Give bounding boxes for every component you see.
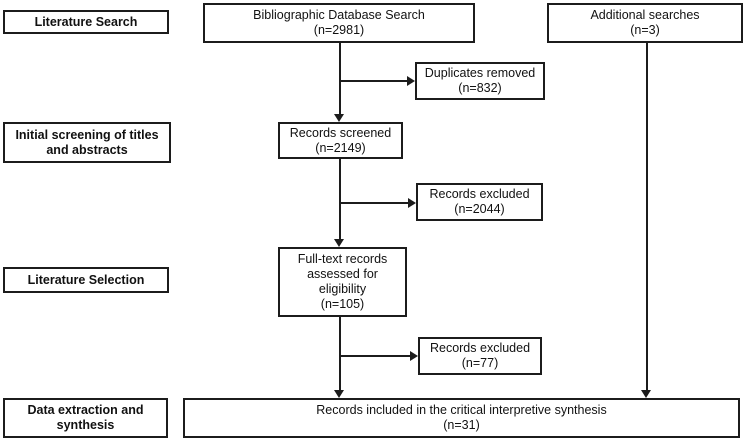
connector-fulltext-to-included [339, 317, 341, 390]
node-count: (n=3) [630, 23, 660, 37]
node-count: (n=2044) [454, 202, 505, 216]
stage-label-text: Initial screening of titles and abstract… [15, 127, 159, 157]
arrowhead-down-icon [334, 390, 344, 398]
connector-branch-duplicates [340, 80, 407, 82]
node-additional-searches: Additional searches (n=3) [547, 3, 743, 43]
node-count: (n=105) [320, 297, 365, 311]
arrowhead-down-icon [334, 114, 344, 122]
arrowhead-right-icon [408, 198, 416, 208]
connector-additional-to-included [646, 43, 648, 390]
arrowhead-down-icon [641, 390, 651, 398]
node-count: (n=31) [443, 418, 480, 432]
node-records-screened: Records screened (n=2149) [278, 122, 403, 159]
node-records-excluded-fulltext: Records excluded (n=77) [418, 337, 542, 375]
node-label: Records screened [289, 125, 392, 140]
stage-label-literature-selection: Literature Selection [3, 267, 169, 293]
node-label: Bibliographic Database Search [253, 8, 425, 22]
stage-label-data-extraction: Data extraction and synthesis [3, 398, 168, 438]
connector-screened-to-fulltext [339, 159, 341, 239]
node-fulltext-assessed: Full-text records assessed for eligibili… [278, 247, 407, 317]
arrowhead-right-icon [410, 351, 418, 361]
connector-branch-excluded-screening [340, 202, 408, 204]
node-records-excluded-screening: Records excluded (n=2044) [416, 183, 543, 221]
node-count: (n=2149) [315, 140, 366, 155]
stage-label-literature-search: Literature Search [3, 10, 169, 34]
node-count: (n=832) [458, 81, 502, 95]
stage-label-text: Literature Search [34, 14, 138, 29]
node-label: Duplicates removed [424, 66, 536, 80]
node-label: Full-text records assessed for eligibili… [297, 252, 388, 296]
stage-label-text: Data extraction and synthesis [27, 403, 144, 432]
node-label: Records excluded [429, 341, 531, 355]
node-count: (n=2981) [313, 23, 365, 37]
node-label: Records excluded [429, 187, 530, 201]
arrowhead-right-icon [407, 76, 415, 86]
node-records-included: Records included in the critical interpr… [183, 398, 740, 438]
node-label: Records included in the critical interpr… [316, 403, 607, 417]
connector-biblio-to-screened [339, 43, 341, 115]
node-duplicates-removed: Duplicates removed (n=832) [415, 62, 545, 100]
connector-branch-excluded-fulltext [340, 355, 410, 357]
node-label: Additional searches [590, 8, 700, 22]
arrowhead-down-icon [334, 239, 344, 247]
stage-label-initial-screening: Initial screening of titles and abstract… [3, 122, 171, 163]
node-count: (n=77) [461, 356, 499, 370]
node-bibliographic-database-search: Bibliographic Database Search (n=2981) [203, 3, 475, 43]
stage-label-text: Literature Selection [27, 272, 145, 287]
